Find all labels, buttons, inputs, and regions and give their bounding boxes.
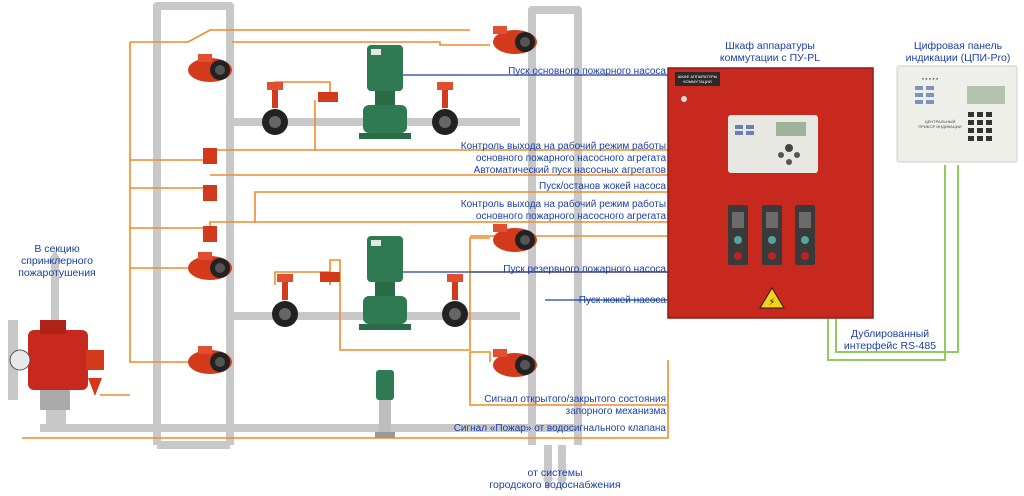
leader-lines	[392, 74, 668, 301]
svg-text:● ● ● ● ●: ● ● ● ● ●	[922, 76, 939, 81]
sprinkler-section-label: В секцию спринклерного пожаротушения	[18, 243, 96, 279]
svg-text:⚡: ⚡	[768, 297, 775, 308]
cabinet-title: Шкаф аппаратуры коммутации с ПУ-PL	[719, 40, 821, 64]
pressure-switch-2	[203, 185, 217, 201]
signal-label-valve-state: Сигнал открытого/закрытого состояния зап…	[484, 394, 666, 417]
control-module-2	[762, 205, 782, 265]
digital-panel: ● ● ● ● ● ЦЕНТРАЛЬНЫЙ ПРИБОР ИНДИКАЦИИ	[896, 65, 1018, 163]
control-module-3	[795, 205, 815, 265]
reserve-fire-pump	[359, 236, 411, 330]
control-module-1	[728, 205, 748, 265]
jockey-pump	[375, 370, 395, 438]
panel-title: Цифровая панель индикации (ЦПИ-Pro)	[905, 40, 1011, 64]
signal-wiring	[22, 29, 669, 439]
pressure-switch-1	[203, 148, 217, 164]
rs485-label: Дублированный интерфейс RS-485	[843, 328, 937, 352]
cabinet-badge-2: КОММУТАЦИИ	[683, 79, 711, 84]
panel-badge-2: ПРИБОР ИНДИКАЦИИ	[919, 124, 962, 129]
inflow-arrow-1	[543, 478, 553, 490]
outflow-pipe	[51, 262, 59, 322]
inflow-arrow-2	[557, 478, 567, 490]
signal-label-main-control-2: Контроль выхода на рабочий режим работы …	[460, 199, 666, 222]
alarm-valve-assembly	[8, 320, 104, 428]
control-cabinet: ШКАФ АППАРАТУРЫ КОММУТАЦИИ	[667, 67, 874, 319]
valve-reserve-in	[272, 274, 298, 327]
panel-badge-1: ЦЕНТРАЛЬНЫЙ	[925, 119, 956, 124]
pressure-switches	[203, 92, 340, 282]
signal-label-main-control-1: Контроль выхода на рабочий режим работы …	[460, 141, 666, 164]
valve-mid-right	[493, 224, 537, 252]
signal-label-auto-start: Автоматический пуск насосных агрегатов	[473, 165, 666, 176]
cabinet-badge-1: ШКАФ АППАРАТУРЫ	[678, 74, 718, 79]
valve-top-right	[493, 26, 537, 54]
signal-label-fire-alarm: Сигнал «Пожар» от водосигнального клапан…	[453, 423, 666, 434]
signal-label-main-pump-start: Пуск основного пожарного насоса	[508, 66, 666, 77]
valve-main-in	[262, 82, 288, 135]
valve-top-left	[188, 54, 232, 82]
valve-reserve-out	[442, 274, 468, 327]
main-fire-pump	[359, 45, 411, 139]
rs485-wiring	[827, 165, 959, 361]
high-voltage-warning-icon	[759, 287, 785, 309]
valve-mid-left	[188, 252, 232, 280]
valve-main-out	[432, 82, 458, 135]
pressure-switch-5	[320, 272, 340, 282]
signal-label-jockey-start-stop: Пуск/останов жокей насоса	[539, 181, 666, 192]
valve-bottom-left	[188, 346, 232, 374]
pressure-switch-4	[318, 92, 338, 102]
pressure-switch-3	[203, 226, 217, 242]
signal-label-reserve-pump-start: Пуск резервного пожарного насоса	[503, 264, 666, 275]
signal-label-jockey-start: Пуск жокей насоса	[578, 295, 666, 306]
valves	[188, 26, 537, 377]
valve-bottom-right	[493, 349, 537, 377]
city-water-label: от системы городского водоснабжения	[489, 467, 621, 491]
outflow-arrow	[48, 250, 62, 262]
